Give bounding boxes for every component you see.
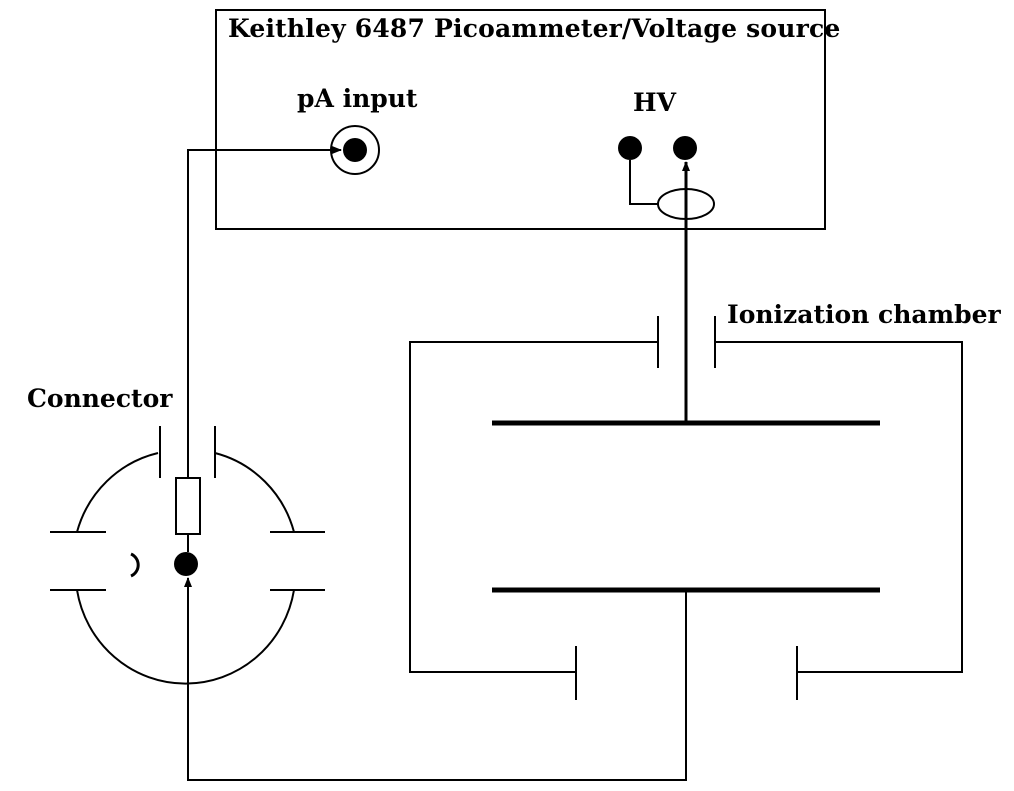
connector-pin [174, 552, 198, 576]
signal-wire [187, 146, 342, 478]
connector [50, 426, 325, 685]
collector-wire [184, 577, 687, 781]
hv-terminal-left [618, 136, 642, 160]
ionization-chamber-label: Ionization chamber [727, 300, 1001, 329]
connector-resistor [175, 477, 201, 535]
pa-input-label: pA input [297, 84, 418, 113]
instrument-title: Keithley 6487 Picoammeter/Voltage source [228, 14, 841, 43]
connector-key-mark [130, 552, 140, 578]
instrument-box [215, 9, 826, 230]
hv-terminals [618, 136, 715, 220]
hv-terminal-right [673, 136, 697, 160]
connector-label: Connector [27, 384, 173, 413]
hv-label: HV [633, 88, 677, 117]
